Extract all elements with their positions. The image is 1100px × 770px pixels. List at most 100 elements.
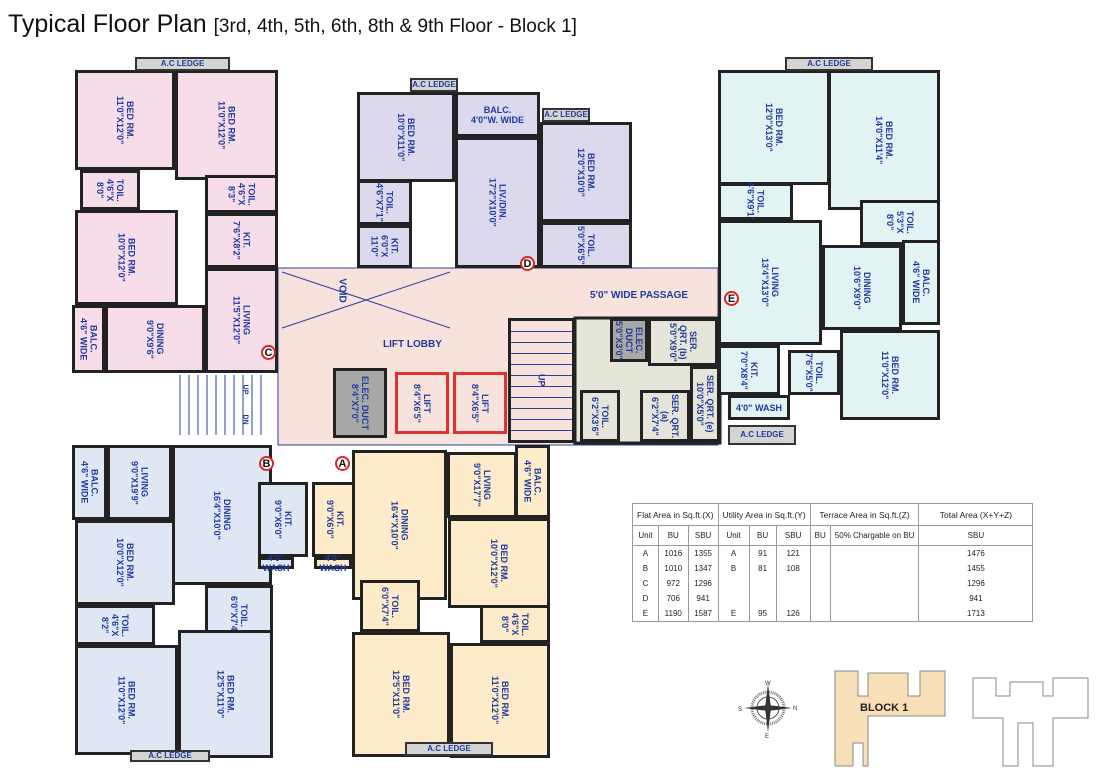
room-label: SER. QRT. (b)5'0"X9'0" [668,321,698,363]
table-cell: 1347 [687,561,719,576]
room-name: DINING [862,271,872,304]
table-cell [829,606,920,622]
room-label: TOIL.4'6"X 8'3" [227,178,257,210]
room-dimension: 5'0"X9'0" [668,322,678,362]
table-cell: B [717,561,750,576]
room-bed-rm: BED RM.12'5"X11'0" [352,632,450,757]
room-dimension: 11'0"X12'0" [216,100,227,150]
room-name: DINING [155,323,165,355]
area-table: Flat Area in Sq.ft.(X) Utility Area in S… [632,503,1034,622]
column-header: SBU [687,525,719,546]
unit-marker-b: B [259,456,274,471]
table-cell [809,606,831,622]
table-cell [775,576,811,591]
room-dimension: 4'6"X7'1" [374,183,385,222]
room-name: ELEC. DUCT [624,326,644,354]
room-bed-rm: BED RM.12'5"X11'0" [178,630,273,758]
room-name: A.C LEDGE [427,744,471,753]
room-name: LIVING [139,467,150,498]
room-label: BED RM.14'0"X11'4" [874,116,894,164]
column-header: SBU [918,525,1034,546]
core-ser-qrt-e: SER. QRT. (e)10'0"X5'0" [690,366,720,442]
room-label: BED RM.10'0"X12'0" [115,538,135,587]
room-kit: KIT.7'0"X8'4" [718,345,780,395]
room-name: BED RM. [890,355,900,394]
core-toil: TOIL.6'2"X3'6" [580,390,620,442]
room-label: BALC.4'6" WIDE [523,460,543,502]
room-balc: BALC.4'6" WIDE [515,445,550,518]
room-dimension: 8'4"X6'5" [470,383,480,423]
room-dimension: 8'4"X7'0" [350,383,360,423]
room-label: KIT.7'6"X8'2" [232,221,252,260]
room-label: BED RM.10'0"X12'0" [489,539,509,588]
group-header: Terrace Area in Sq.ft.(Z) [809,503,920,526]
room-dimension: 11'0"X12'0" [116,675,127,725]
room-label: 4'0" WASH [736,403,782,413]
room-dimension: 6'0"X7'4" [380,586,390,626]
room-name: BED RM. [586,152,596,191]
room-4-0-wash: 4'0" WASH [258,553,294,573]
room-label: A.C LEDGE [807,59,851,69]
room-dimension: 12'0"X10'0" [576,147,586,197]
room-label: BED RM.12'5"X11'0" [391,670,411,718]
room-label: KIT.6'0"X 11'0" [370,228,400,265]
room-label: BALC.4'6" WIDE [911,261,931,303]
stair-dn-label: DN [241,414,249,425]
room-name: 4'0" WASH [262,553,290,573]
room-toil: TOIL.4'6"X 8'0" [80,170,140,210]
table-cell [829,591,920,606]
column-header: BU [657,525,689,546]
table-cell: C [632,576,659,591]
room-label: BED RM.12'5"X11'0" [216,670,236,718]
compass-w: W [765,681,771,687]
room-name: TOIL. [600,404,610,428]
room-label: TOIL.7'6"X5'0" [804,353,824,392]
table-cell: 1010 [657,561,689,576]
room-name: TOIL. [120,613,130,637]
room-bed-rm: BED RM.10'0"X12'0" [448,518,550,608]
room-name: LIVING [241,305,252,336]
passage-label: 5'0" WIDE PASSAGE [590,290,689,301]
room-bed-rm: BED RM.14'0"X11'4" [828,70,940,210]
room-name: SER. QRT. (a) [660,393,680,438]
table-cell: 1476 [918,545,1034,561]
room-label: KIT.9'0"X6'0" [325,500,345,539]
room-name: BED RM. [499,543,509,582]
room-label: A.C LEDGE [148,751,192,761]
table-cell: 1190 [657,606,689,622]
room-label: BED RM.11'0"X12'0" [880,351,900,399]
table-cell: 121 [775,545,811,561]
room-name: TOIL. [239,603,249,627]
room-name: TOIL. [520,612,530,636]
room-dimension: 6'0"X 11'0" [369,235,390,258]
table-cell [829,545,920,561]
column-header: Unit [717,525,750,546]
room-dimension: 9'0"X9'6" [145,319,155,359]
room-name: BED RM. [406,117,416,156]
room-label: SER. QRT. (e)10'0"X5'0" [695,375,715,433]
room-dimension: 11'0"X12'0" [490,676,500,725]
room-dimension: 11'0"X12'0" [115,95,125,145]
room-label: TOIL.6'0"X7'4" [380,587,400,626]
room-label: TOIL.4'6"X9'1" [746,182,766,221]
table-cell [809,576,831,591]
room-dimension: 6'2"X7'4" [650,396,660,436]
column-header: SBU [775,525,811,546]
column-header: Unit [632,525,659,546]
unit-marker-d: D [520,256,535,271]
room-name: BED RM. [884,120,894,159]
room-dimension: 9'0"X19'9" [129,460,140,505]
room-dimension: 11'5"X12'0" [231,296,242,345]
table-cell [829,576,920,591]
